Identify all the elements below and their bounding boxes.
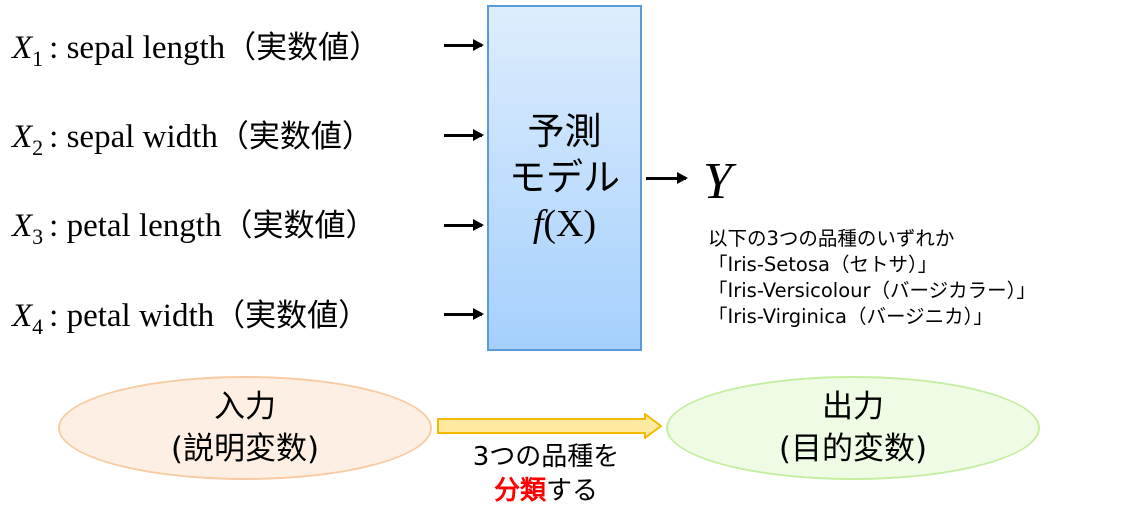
output-symbol: Y (703, 153, 732, 210)
arrow-right-icon (444, 219, 484, 231)
feature-name: : sepal length (49, 30, 226, 66)
variable-subscript: 4 (32, 314, 44, 339)
model-function: f(X) (533, 201, 596, 247)
output-classes: 以下の3つの品種のいずれか 「Iris-Setosa（セトサ）」 「Iris-V… (708, 226, 1036, 330)
classification-caption: 3つの品種を 分類する (446, 440, 646, 508)
output-description: 以下の3つの品種のいずれか (708, 227, 955, 250)
model-label-line2: モデル (509, 156, 620, 199)
arrow-right-icon (444, 308, 484, 320)
input-sublabel: (説明変数) (170, 431, 320, 467)
output-ellipse: 出力 (目的変数) (666, 376, 1040, 480)
output-label: 出力 (822, 389, 884, 425)
feature-name: : sepal width (49, 119, 218, 155)
classification-arrow-icon (437, 413, 662, 439)
variable-symbol: X (12, 119, 33, 155)
variable-symbol: X (12, 298, 33, 334)
model-label-line1: 予測 (527, 110, 602, 153)
input-label: 入力 (214, 389, 276, 425)
function-name: f (532, 203, 544, 245)
caption-rest: する (546, 476, 599, 506)
caption-line2: 分類する (446, 474, 646, 508)
caption-emphasis: 分類 (493, 476, 546, 506)
variable-symbol: X (12, 208, 33, 244)
class-item: 「Iris-Setosa（セトサ）」 (708, 253, 938, 276)
feature-name: : petal length (49, 208, 222, 244)
feature-name: : petal width (49, 298, 215, 334)
prediction-model-box: 予測 モデル f(X) (487, 5, 642, 351)
input-ellipse: 入力 (説明変数) (58, 376, 432, 480)
arrow-right-icon (646, 172, 688, 184)
variable-subscript: 1 (32, 46, 44, 71)
feature-type: （実数値） (217, 119, 373, 155)
output-sublabel: (目的変数) (778, 431, 928, 467)
variable-subscript: 3 (32, 224, 44, 249)
class-item: 「Iris-Versicolour（バージカラー）」 (708, 279, 1036, 302)
arrow-right-icon (444, 129, 484, 141)
caption-line1: 3つの品種を (472, 442, 620, 472)
class-item: 「Iris-Virginica（バージニカ）」 (708, 305, 993, 328)
variable-subscript: 2 (32, 135, 44, 160)
arrow-right-icon (444, 39, 484, 51)
feature-type: （実数値） (214, 298, 370, 334)
feature-type: （実数値） (225, 30, 381, 66)
feature-type: （実数値） (221, 208, 377, 244)
function-argument: (X) (543, 203, 597, 245)
variable-symbol: X (12, 30, 33, 66)
